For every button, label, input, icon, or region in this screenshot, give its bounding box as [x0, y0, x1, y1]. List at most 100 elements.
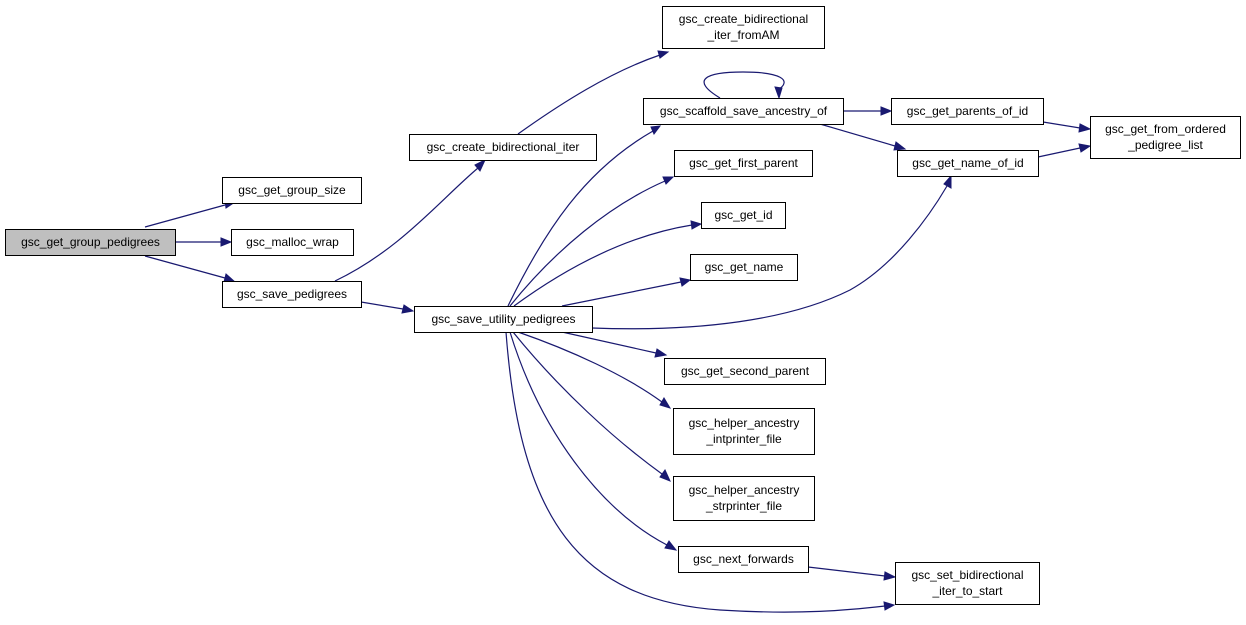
- edge-arrowhead: [659, 469, 671, 482]
- edge-line: [509, 180, 666, 307]
- node-get-second-parent[interactable]: gsc_get_second_parent: [664, 358, 826, 385]
- edge-arrowhead: [664, 540, 678, 551]
- edge-line: [1042, 121, 1081, 129]
- node-next-forwards[interactable]: gsc_next_forwards: [678, 546, 809, 573]
- edge-arrowhead: [893, 141, 907, 151]
- edge-save-utility-pedigrees-to-helper-ancestry-strprinter-file: [512, 331, 671, 482]
- node-box: [897, 150, 1039, 177]
- node-label: _intprinter_file: [705, 432, 782, 446]
- edge-arrowhead: [1078, 143, 1092, 153]
- node-create-bidirectional-iter-fromAM[interactable]: gsc_create_bidirectional _iter_fromAM: [662, 6, 825, 49]
- node-get-from-ordered-pedigree-list[interactable]: gsc_get_from_ordered _pedigree_list: [1090, 116, 1241, 159]
- edges-layer: [144, 50, 1092, 613]
- edge-arrowhead: [774, 86, 783, 100]
- edge-arrowhead: [474, 158, 487, 172]
- edge-line: [819, 123, 896, 147]
- node-box: [643, 98, 844, 125]
- node-label: gsc_create_bidirectional: [679, 12, 808, 26]
- edge-next-forwards-to-set-bidirectional-iter-to-start: [807, 566, 897, 581]
- node-get-group-size[interactable]: gsc_get_group_size: [222, 177, 362, 204]
- edge-arrowhead: [943, 174, 952, 189]
- node-box: [674, 150, 813, 177]
- node-save-pedigrees[interactable]: gsc_save_pedigrees: [222, 281, 362, 308]
- node-get-parents-of-id[interactable]: gsc_get_parents_of_id: [891, 98, 1044, 125]
- node-get-group-pedigrees[interactable]: gsc_get_group_pedigrees: [5, 229, 176, 256]
- node-create-bidirectional-iter[interactable]: gsc_create_bidirectional_iter: [409, 134, 597, 161]
- node-box: [409, 134, 597, 161]
- node-box: [895, 562, 1040, 605]
- node-save-utility-pedigrees[interactable]: gsc_save_utility_pedigrees: [414, 306, 593, 333]
- node-set-bidirectional-iter-to-start[interactable]: gsc_set_bidirectional_iter_to_start: [895, 562, 1040, 605]
- node-label: _pedigree_list: [1127, 138, 1203, 152]
- edge-arrowhead: [654, 348, 668, 358]
- node-box: [664, 358, 826, 385]
- node-label: gsc_malloc_wrap: [246, 235, 339, 249]
- node-box: [662, 6, 825, 49]
- nodes-layer: gsc_get_group_pedigrees gsc_get_group_siz…: [5, 6, 1241, 605]
- edge-arrowhead: [650, 125, 662, 135]
- edge-get-parents-of-id-to-get-from-ordered-pedigree-list: [1042, 121, 1092, 133]
- edge-save-utility-pedigrees-to-helper-ancestry-intprinter-file: [517, 331, 672, 409]
- edge-line: [334, 167, 479, 282]
- node-label: gsc_save_utility_pedigrees: [431, 312, 575, 326]
- node-label: gsc_next_forwards: [693, 552, 794, 566]
- node-label: gsc_get_first_parent: [689, 156, 798, 170]
- edge-get-group-pedigrees-to-save-pedigrees: [144, 255, 237, 283]
- edge-line: [703, 71, 785, 99]
- edge-arrowhead: [880, 106, 893, 116]
- node-label: gsc_get_name: [705, 260, 784, 274]
- edge-save-utility-pedigrees-to-get-id: [513, 220, 703, 307]
- edge-save-utility-pedigrees-to-next-forwards: [509, 331, 678, 551]
- edge-line: [144, 255, 226, 279]
- node-box: [222, 281, 362, 308]
- edge-line: [144, 204, 226, 228]
- node-get-name[interactable]: gsc_get_name: [690, 254, 798, 281]
- edge-save-utility-pedigrees-to-get-second-parent: [561, 331, 668, 358]
- edge-scaffold-save-ancestry-of-to-get-parents-of-id: [843, 106, 893, 116]
- edge-save-utility-pedigrees-to-scaffold-save-ancestry-of: [507, 125, 662, 307]
- node-get-first-parent[interactable]: gsc_get_first_parent: [674, 150, 813, 177]
- node-box: [231, 229, 354, 256]
- edge-get-group-pedigrees-to-malloc-wrap: [175, 237, 233, 247]
- edge-scaffold-save-ancestry-of-to-scaffold-save-ancestry-of: [703, 71, 785, 100]
- node-get-name-of-id[interactable]: gsc_get_name_of_id: [897, 150, 1039, 177]
- edge-save-utility-pedigrees-to-get-first-parent: [509, 176, 675, 307]
- edge-line: [591, 185, 948, 330]
- node-malloc-wrap[interactable]: gsc_malloc_wrap: [231, 229, 354, 256]
- edge-line: [512, 331, 663, 475]
- edge-arrowhead: [220, 237, 233, 247]
- node-helper-ancestry-strprinter-file[interactable]: gsc_helper_ancestry_strprinter_file: [673, 476, 815, 521]
- edge-save-pedigrees-to-save-utility-pedigrees: [360, 301, 415, 314]
- node-box: [414, 306, 593, 333]
- edge-arrowhead: [1078, 123, 1092, 133]
- edge-line: [807, 566, 886, 577]
- edge-arrowhead: [659, 397, 672, 409]
- edge-arrowhead: [401, 304, 415, 314]
- edge-scaffold-save-ancestry-of-to-get-name-of-id: [819, 123, 907, 151]
- edge-arrowhead: [690, 220, 703, 230]
- edge-arrowhead: [657, 50, 670, 59]
- node-scaffold-save-ancestry-of[interactable]: gsc_scaffold_save_ancestry_of: [643, 98, 844, 125]
- edge-line: [507, 130, 654, 307]
- node-label: gsc_get_name_of_id: [912, 156, 1023, 170]
- node-label: _iter_fromAM: [706, 28, 779, 42]
- node-label: gsc_helper_ancestry: [689, 483, 800, 497]
- edge-arrowhead: [223, 273, 237, 283]
- node-label: gsc_get_group_pedigrees: [21, 235, 160, 249]
- node-get-id[interactable]: gsc_get_id: [701, 202, 786, 229]
- node-helper-ancestry-intprinter-file[interactable]: gsc_helper_ancestry_intprinter_file: [673, 408, 815, 455]
- edge-line: [561, 281, 682, 307]
- edge-create-bidirectional-iter-to-create-bidirectional-iter-fromAM: [517, 50, 670, 135]
- edge-line: [517, 331, 663, 403]
- node-box: [678, 546, 809, 573]
- node-box: [891, 98, 1044, 125]
- node-label: gsc_get_group_size: [238, 183, 346, 197]
- node-label: gsc_set_bidirectional: [911, 568, 1023, 582]
- node-box: [5, 229, 176, 256]
- edge-line: [1037, 147, 1081, 158]
- edge-arrowhead: [679, 277, 692, 287]
- edge-get-group-pedigrees-to-get-group-size: [144, 200, 237, 228]
- node-label: gsc_get_from_ordered: [1105, 122, 1226, 136]
- node-label: gsc_get_id: [714, 208, 772, 222]
